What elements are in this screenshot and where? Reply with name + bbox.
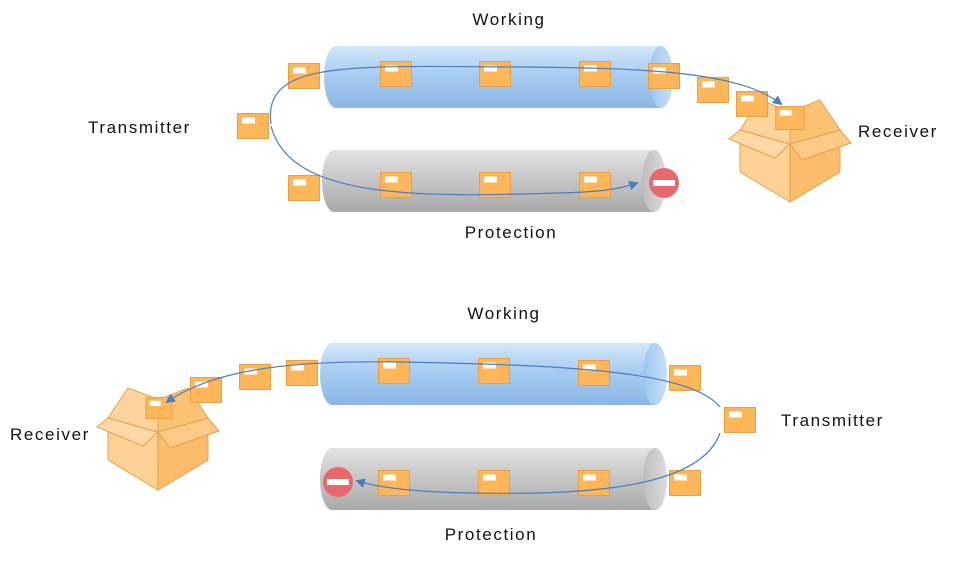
receiver-label: Receiver	[858, 122, 938, 141]
packet-icon	[648, 63, 680, 89]
packet-icon	[190, 377, 222, 403]
packet-icon	[479, 61, 511, 87]
packet-icon	[378, 470, 410, 496]
blocked-icon	[649, 168, 679, 198]
packet-icon	[579, 61, 611, 87]
transmitter-packet-icon	[724, 407, 756, 433]
packet-icon	[775, 106, 805, 130]
protection-label: Protection	[465, 223, 558, 242]
packet-icon	[380, 172, 412, 198]
packet-icon	[579, 172, 611, 198]
working-label: Working	[472, 10, 545, 29]
packet-icon	[578, 360, 610, 386]
receiver-label: Receiver	[10, 425, 90, 444]
packet-icon	[288, 175, 320, 201]
scenario-2: Working Protection Transmitter Receiver	[10, 304, 884, 544]
working-flow-arrow	[269, 65, 783, 125]
packet-icon	[478, 470, 510, 496]
packet-icon	[736, 91, 768, 117]
working-flow-arrow	[165, 361, 721, 408]
packet-icon	[578, 470, 610, 496]
working-label: Working	[467, 304, 540, 323]
packet-icon	[697, 77, 729, 103]
receiver-box-icon	[728, 99, 852, 203]
protection-flow-arrow	[270, 125, 639, 196]
packet-icon	[380, 61, 412, 87]
packet-icon	[669, 470, 701, 496]
packet-icon	[478, 358, 510, 384]
protection-label: Protection	[445, 525, 538, 544]
protection-flow-arrow	[355, 432, 721, 494]
transmitter-packet-icon	[237, 113, 269, 139]
scenario-1: Working Protection Transmitter Receiver	[88, 10, 938, 242]
blocked-icon	[323, 467, 353, 497]
receiver-box-icon	[96, 387, 220, 491]
transmitter-label: Transmitter	[88, 118, 191, 137]
transmitter-label: Transmitter	[781, 411, 884, 430]
